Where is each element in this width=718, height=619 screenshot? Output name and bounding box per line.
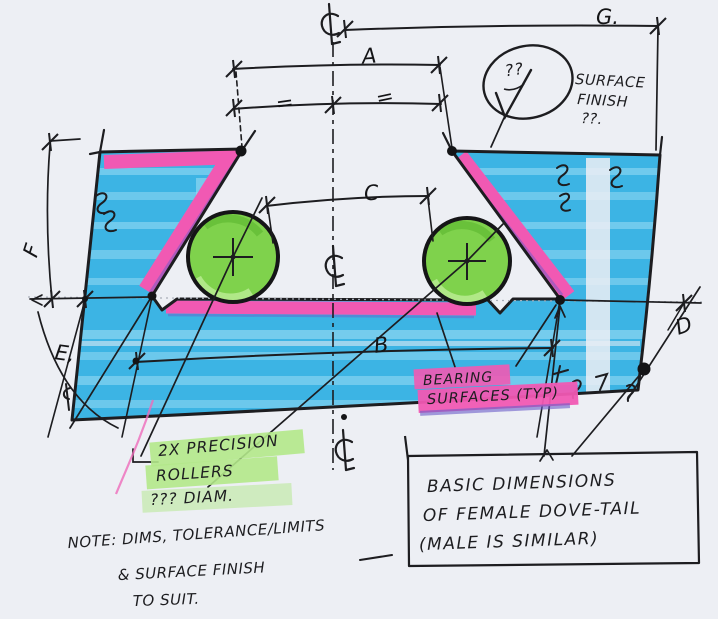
balloon-pointer — [490, 117, 505, 148]
dim-ext-b-right — [536, 299, 561, 438]
dimension-labels: G. A = = C B D E, F — [18, 5, 695, 367]
rollers-leader-right — [207, 223, 504, 488]
dim-ext-g-right — [655, 27, 659, 151]
dovetail-face-extension — [69, 295, 153, 429]
dim-line-f — [46, 144, 53, 301]
stroke-overshoots — [88, 128, 664, 157]
balloon-arrow-curve — [503, 83, 525, 91]
dim-slant-d — [627, 286, 701, 400]
dim-line-a — [232, 63, 441, 70]
dim-line-c — [265, 195, 430, 207]
surface-finish-balloon: ?? — [482, 44, 574, 120]
rollers-note-line2: ROLLERS — [155, 462, 234, 485]
balloon-query-text: ?? — [504, 59, 525, 80]
dim-ext-c-right — [427, 198, 434, 242]
dimension-lines — [29, 24, 702, 438]
arrow-left — [31, 294, 43, 306]
bearing-note-line1: BEARING — [423, 369, 494, 389]
dovetail-outline — [70, 147, 662, 422]
box-leader-1 — [543, 305, 566, 457]
surface-finish-label: SURFACE FINISH ??. — [575, 72, 646, 128]
slot-bottom-ext-left — [29, 296, 151, 300]
intersection-dots — [82, 145, 651, 420]
rollers-leader-left — [140, 197, 263, 457]
slot-bottom-ext-right — [561, 299, 702, 304]
dim-label-b: B — [372, 332, 390, 358]
dim-label-e: E, — [53, 340, 76, 367]
centerline-symbol-bottom — [334, 428, 356, 472]
bearing-leader-2 — [515, 304, 557, 367]
bearing-note-line2: SURFACES (TYP) — [427, 385, 560, 408]
bearing-note: BEARING SURFACES (TYP) — [413, 364, 579, 416]
basic-dims-box-border — [403, 435, 701, 568]
equal-mark-right: = — [374, 83, 396, 110]
surface-finish-line3: ??. — [581, 111, 603, 128]
dim-line-b — [135, 347, 554, 363]
dim-label-c: C — [363, 180, 380, 205]
dim-line-g — [344, 24, 659, 31]
ext-left-lower — [47, 299, 86, 438]
note-line3: TO SUIT. — [133, 590, 200, 610]
surface-finish-line2: FINISH — [577, 92, 629, 111]
rollers-note-line3: ??? DIAM. — [150, 487, 235, 509]
dim-arc-e — [37, 311, 119, 429]
dim-label-a: A — [359, 43, 377, 68]
note-dash — [359, 554, 393, 561]
dim-ext-a-right — [439, 66, 453, 149]
centerline-symbols — [320, 2, 356, 472]
leader-lines — [132, 117, 685, 488]
equal-mark-left: = — [274, 90, 295, 116]
d-tail — [667, 302, 685, 331]
surface-finish-line1: SURFACE — [575, 72, 646, 92]
centerline-symbol-mid — [324, 244, 346, 288]
dim-label-g: G. — [596, 5, 619, 29]
dim-f-top — [49, 138, 81, 142]
dim-label-d: D — [672, 312, 695, 340]
dim-line-equal — [232, 102, 442, 110]
stray-pink-stroke — [114, 399, 155, 495]
bearing-leader-1 — [436, 312, 456, 368]
centerline-symbol-top — [320, 2, 342, 46]
